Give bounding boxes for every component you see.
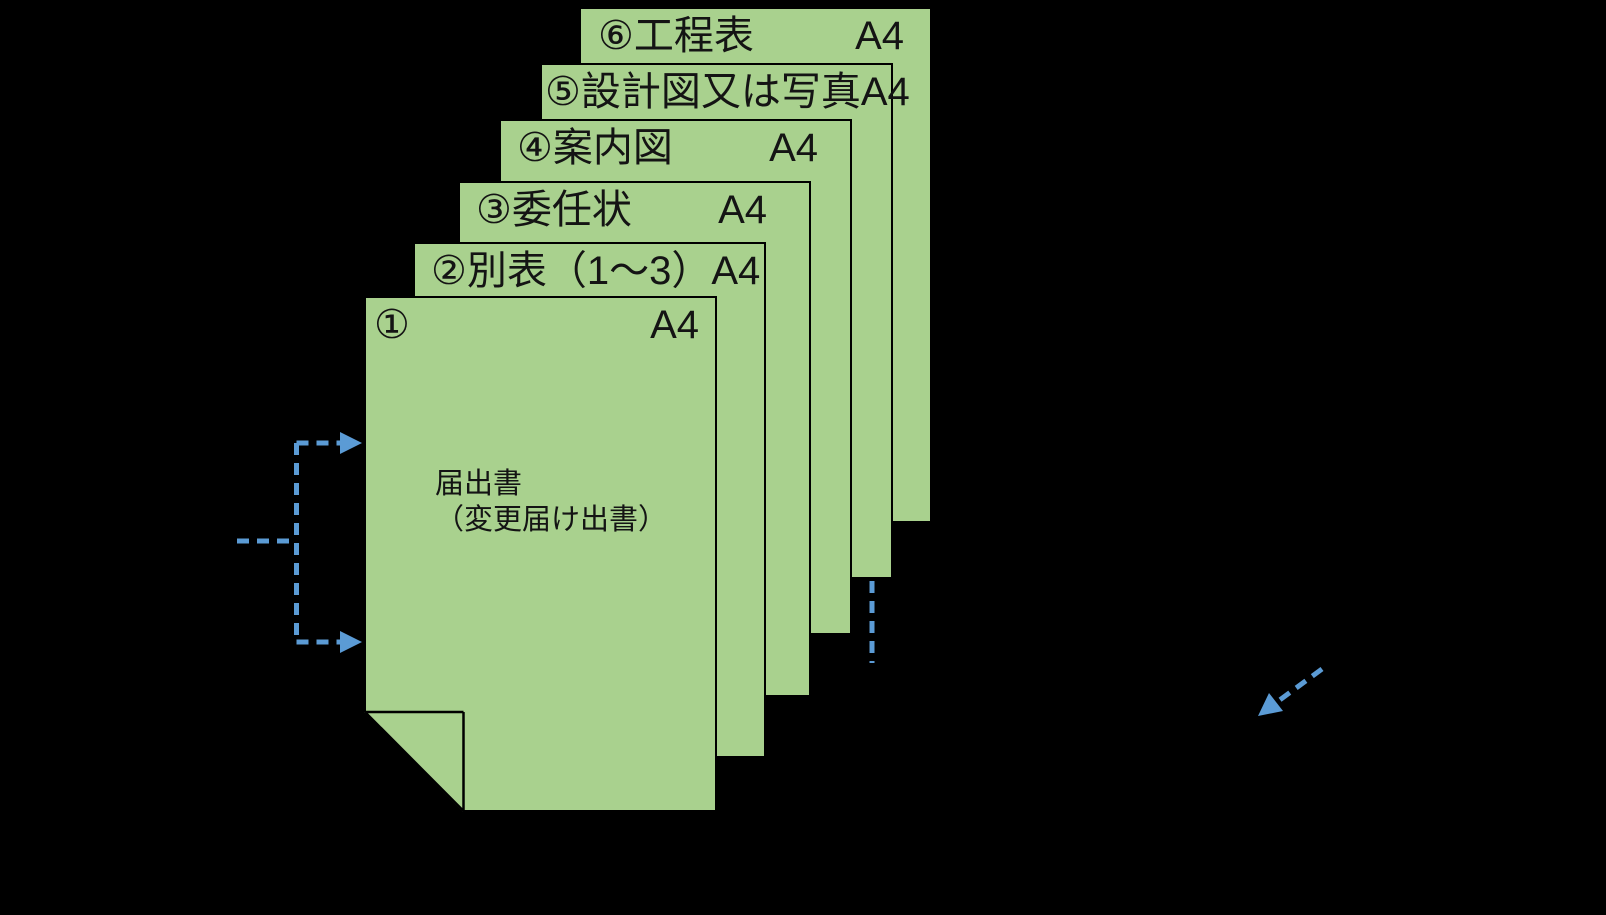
sheet-1-body-line2: （変更届け出書）: [435, 504, 668, 536]
sheet-6-header: ⑥工程表 A4: [581, 9, 930, 59]
sheet-2-header: ②別表（1～3） A4: [415, 244, 764, 294]
sheet-4-header: ④案内図 A4: [501, 121, 850, 171]
sheet-3-size-label: A4: [718, 188, 767, 232]
sheet-1: ① A4 届出書 （変更届け出書）: [364, 296, 717, 812]
sheet-4-label: ④案内図: [517, 126, 673, 170]
sheet-3-label: ③委任状: [476, 188, 632, 232]
sheet-5-label: ⑤設計図又は写真: [545, 70, 861, 114]
sheet-1-body-text: 届出書 （変更届け出書）: [435, 466, 667, 538]
sheet-6-label: ⑥工程表: [598, 14, 754, 58]
left-bracket-dashed-arrows-icon: [237, 432, 362, 653]
sheet-2-size-label: A4: [711, 249, 761, 293]
sheet-1-label: ①: [374, 303, 410, 347]
sheet-6-size-label: A4: [855, 14, 904, 58]
sheet-5-header: ⑤設計図又は写真 A4: [542, 65, 910, 115]
sheet-4-size-label: A4: [769, 126, 818, 170]
sheet-3-header: ③委任状 A4: [460, 183, 809, 233]
sheet-2-label: ②別表（1～3）: [431, 249, 712, 293]
sheet-1-size-label: A4: [650, 303, 699, 347]
dashed-diagonal-arrow-icon: [1258, 666, 1324, 716]
sheet-1-header: ① A4: [366, 298, 715, 348]
sheet-1-body-line1: 届出書: [435, 468, 523, 500]
sheet-5-size-label: A4: [860, 70, 910, 114]
